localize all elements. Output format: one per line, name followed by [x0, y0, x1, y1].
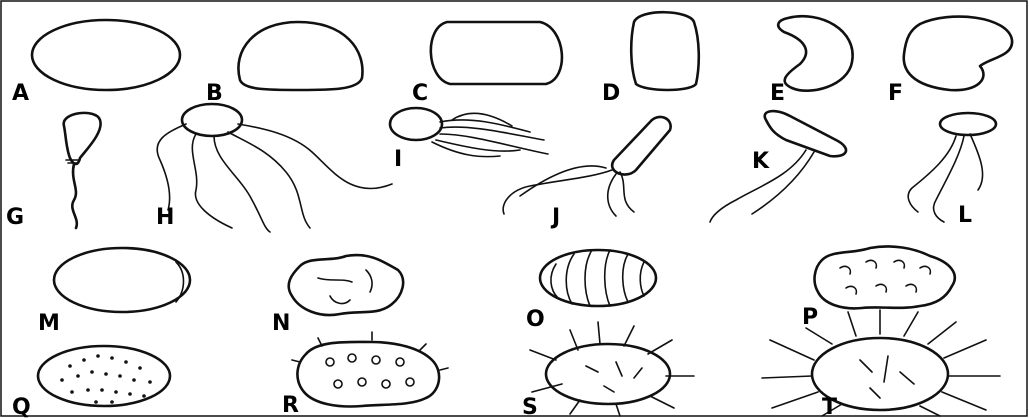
label-i: I	[394, 147, 402, 172]
label-l: L	[958, 203, 972, 228]
label-q: Q	[12, 395, 31, 418]
spore-q-dots	[60, 354, 152, 404]
label-n: N	[272, 311, 290, 336]
shape-d-rod	[631, 12, 699, 90]
label-p: P	[802, 305, 818, 330]
label-o: O	[526, 307, 545, 332]
shape-t-echinate-spore	[762, 310, 1000, 416]
shape-c-rounded-rect	[431, 22, 562, 84]
label-d: D	[602, 81, 620, 106]
shape-m-smooth-spore	[54, 248, 190, 312]
label-s: S	[522, 395, 538, 418]
shape-o-striated-spore	[540, 250, 656, 306]
label-a: A	[12, 81, 29, 106]
shape-k-curved-rod	[710, 111, 846, 222]
label-h: H	[156, 205, 174, 230]
label-c: C	[412, 81, 428, 106]
shape-a-sphere	[32, 20, 180, 90]
label-m: M	[38, 311, 60, 336]
shape-l-amphitrichous	[908, 113, 996, 222]
shape-h-peritrichous	[157, 104, 392, 232]
shape-g-stalked-cell	[64, 113, 101, 228]
label-k: K	[752, 149, 770, 174]
shape-f-bean	[904, 17, 1012, 91]
shape-e-kidney	[778, 16, 852, 90]
shape-i-lophotrichous	[390, 108, 548, 157]
shape-q-punctate-spore	[38, 346, 170, 406]
label-j: J	[550, 205, 560, 230]
label-t: T	[822, 395, 837, 418]
label-r: R	[282, 393, 299, 418]
shape-s-spiny-spore	[530, 322, 694, 416]
label-e: E	[770, 81, 785, 106]
label-f: F	[888, 81, 903, 106]
label-g: G	[6, 205, 24, 230]
label-b: B	[206, 81, 223, 106]
shape-n-wrinkled-spore	[289, 255, 403, 315]
shape-p-verrucose-spore	[815, 246, 955, 308]
shape-r-tuberculate-spore	[292, 332, 448, 406]
shape-b-dome	[238, 22, 362, 90]
